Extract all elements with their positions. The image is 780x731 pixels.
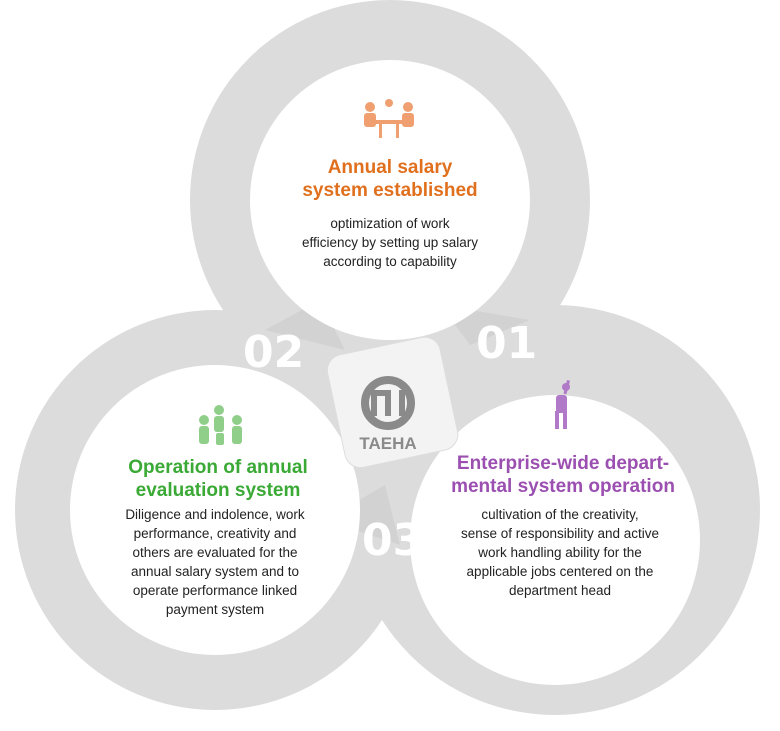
circle-right (410, 395, 700, 685)
right-step-desc: cultivation of the creativity, sense of … (440, 505, 680, 600)
circle-left (70, 365, 360, 655)
top-desc-line1: optimization of work (330, 216, 450, 231)
right-title-line2: mental system operation (451, 476, 675, 497)
right-desc-line1: cultivation of the creativity, (481, 507, 639, 522)
group-people-icon (199, 405, 242, 445)
right-desc-line3: work handling ability for the (478, 545, 642, 560)
right-desc-line4: applicable jobs centered on the (466, 564, 654, 579)
right-title-line1: Enterprise-wide depart- (456, 453, 670, 474)
meeting-people-icon (364, 99, 414, 138)
step-number-01: 01 (476, 318, 537, 369)
left-desc-line1: Diligence and indolence, work (125, 507, 305, 522)
left-desc-line3: others are evaluated for the (132, 545, 298, 560)
left-title-line2: evaluation system (135, 480, 301, 501)
right-desc-line2: sense of responsibility and active (460, 526, 660, 541)
logo-tile (326, 336, 459, 469)
left-step-desc: Diligence and indolence, work performanc… (105, 505, 325, 619)
left-title-line1: Operation of annual (128, 457, 308, 478)
logo-text: TAEHA (359, 434, 416, 453)
left-desc-line6: payment system (165, 602, 265, 617)
top-desc-line3: according to capability (323, 254, 457, 269)
right-step-title: Enterprise-wide depart- mental system op… (438, 452, 688, 498)
left-desc-line2: performance, creativity and (133, 526, 297, 541)
top-step-desc: optimization of work efficiency by setti… (280, 214, 500, 271)
top-title-line1: Annual salary (327, 157, 453, 178)
left-desc-line4: annual salary system and to (130, 564, 300, 579)
right-desc-line5: department head (508, 583, 612, 598)
step-number-03: 03 (362, 515, 423, 566)
cheering-person-icon (555, 380, 571, 429)
step-number-02: 02 (243, 327, 304, 378)
top-step-title: Annual salary system established (290, 156, 490, 202)
left-step-title: Operation of annual evaluation system (108, 456, 328, 502)
top-title-line2: system established (302, 180, 478, 201)
circle-top (250, 60, 530, 340)
arrow-03 (325, 485, 400, 545)
taeha-logo-icon (361, 376, 415, 430)
left-desc-line5: operate performance linked (132, 583, 298, 598)
top-desc-line2: efficiency by setting up salary (301, 235, 479, 250)
